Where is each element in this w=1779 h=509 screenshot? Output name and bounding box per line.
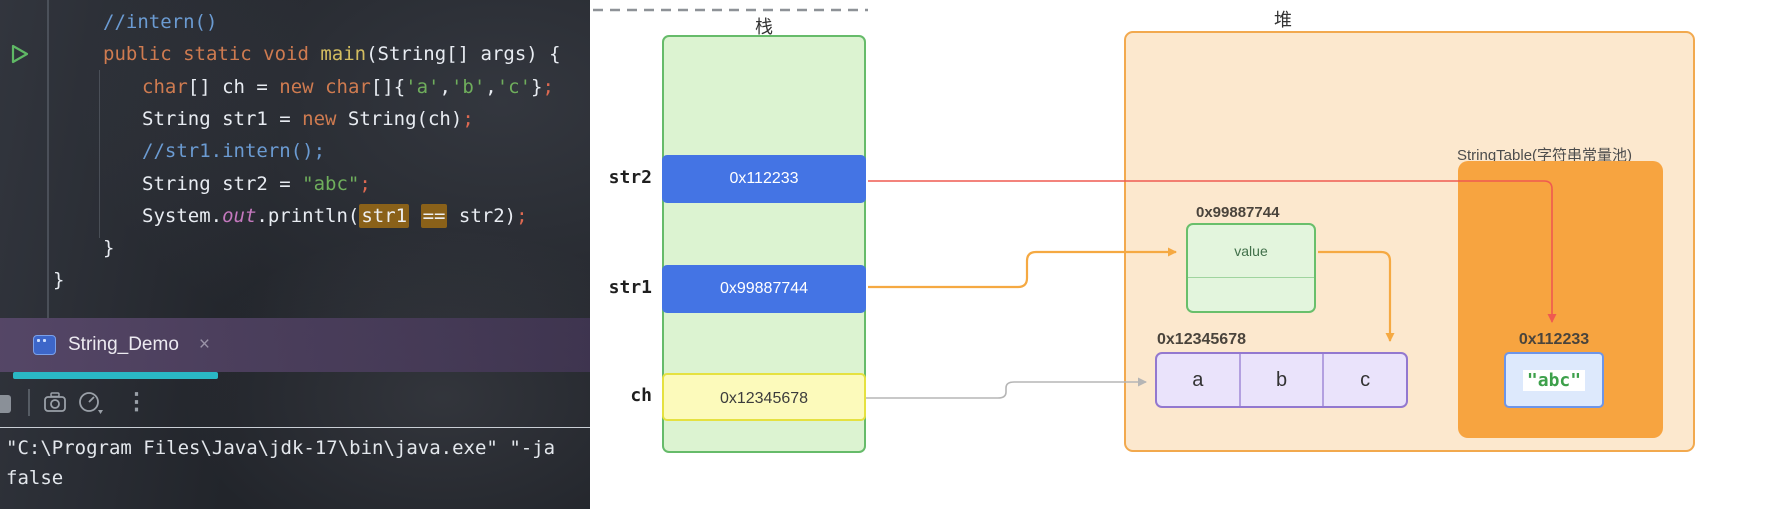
code-token: 'b' (450, 76, 486, 98)
heap-title: 堆 (1274, 10, 1292, 30)
close-icon[interactable]: × (198, 334, 210, 355)
tab-label: String_Demo (68, 334, 179, 355)
code-editor[interactable]: //intern() public static void main(Strin… (0, 0, 590, 318)
code-token: String str2 = (142, 173, 303, 195)
code-token (409, 205, 420, 227)
string-table-entry-box: "abc" (1504, 352, 1604, 408)
code-token-highlighted: str1 (359, 204, 410, 228)
stack-slot-str2: 0x112233 (662, 155, 866, 203)
code-line: char[] ch = new char[]{'a','b','c'}; (142, 71, 554, 103)
camera-icon[interactable] (43, 391, 67, 419)
code-token: out (222, 205, 257, 227)
gauge-icon[interactable] (77, 390, 104, 420)
code-token: ; (542, 76, 554, 98)
code-token: .println( (256, 205, 360, 227)
console-result-line: false (6, 467, 64, 489)
stack-slot-label-str1: str1 (608, 277, 652, 298)
code-token: String(ch) (336, 108, 463, 130)
stack-slot-label-ch: ch (630, 385, 652, 406)
code-token: main (320, 43, 367, 65)
stack-slot-ch: 0x12345678 (662, 373, 866, 421)
code-token: , (439, 76, 451, 98)
char-array-cell: b (1241, 354, 1325, 406)
code-token: char (325, 76, 371, 98)
code-token: 'c' (496, 76, 532, 98)
arrow-ch-to-char-array (866, 377, 1147, 399)
char-array-address-label: 0x12345678 (1157, 331, 1246, 348)
code-line: } (103, 232, 114, 264)
console-toolbar: ⋮ (0, 379, 590, 427)
code-token (314, 76, 325, 98)
code-token: new (279, 76, 314, 98)
code-line: String str1 = new String(ch); (142, 103, 474, 135)
code-token: //intern() (103, 11, 218, 33)
string-table-entry-value: "abc" (1522, 369, 1586, 391)
indent-guide (99, 70, 100, 238)
code-token: char (142, 76, 188, 98)
code-token-highlighted: == (420, 204, 448, 228)
string-object-box: value (1186, 223, 1316, 313)
code-token: "abc" (302, 173, 360, 195)
toolbar-divider (28, 389, 30, 416)
char-array-cell: c (1360, 369, 1371, 391)
code-token: [] ch = (187, 76, 280, 98)
run-gutter-icon[interactable] (9, 43, 31, 65)
code-token: //str1.intern(); (142, 140, 326, 162)
code-token: , (485, 76, 497, 98)
code-token: []{ (370, 76, 406, 98)
kebab-menu-icon[interactable]: ⋮ (125, 388, 148, 414)
code-token: ; (462, 108, 474, 130)
console-command-line: "C:\Program Files\Java\jdk-17\bin\java.e… (6, 437, 556, 459)
code-token: public static void (103, 43, 321, 65)
code-token: new (302, 108, 337, 130)
code-token: } (53, 269, 65, 291)
code-line: System.out.println(str1 == str2); (142, 200, 528, 232)
string-object-value-field: value (1188, 225, 1314, 278)
code-token: System. (142, 205, 223, 227)
gutter-divider (47, 0, 49, 318)
code-token: 'a' (405, 76, 440, 98)
string-table-title: StringTable(字符串常量池) (1457, 147, 1633, 164)
stop-icon[interactable] (0, 395, 11, 413)
code-token: } (531, 76, 543, 98)
stack-slot-str1: 0x99887744 (662, 265, 866, 313)
code-token: } (103, 237, 115, 259)
active-tab-indicator (13, 372, 218, 379)
run-tool-window-tabbar: String_Demo × (0, 318, 590, 379)
code-line: //str1.intern(); (142, 135, 325, 167)
code-token: ; (516, 205, 528, 227)
stack-title: 栈 (755, 17, 773, 37)
code-token: ; (359, 173, 371, 195)
code-line: //intern() (103, 6, 217, 38)
string-object-address-label: 0x99887744 (1196, 204, 1280, 221)
string-table-entry-address-label: 0x112233 (1518, 331, 1590, 348)
char-array-cell: a (1157, 354, 1241, 406)
code-line: public static void main(String[] args) { (103, 38, 561, 70)
char-array-box: a b c (1155, 352, 1408, 408)
code-token: str2) (447, 205, 517, 227)
tab-string-demo[interactable]: String_Demo × (33, 318, 210, 372)
code-line: } (53, 264, 64, 296)
code-line: String str2 = "abc"; (142, 168, 371, 200)
code-token: String str1 = (142, 108, 303, 130)
ide-panel: //intern() public static void main(Strin… (0, 0, 590, 509)
code-token: (String[] args) { (366, 43, 561, 65)
stack-slot-label-str2: str2 (608, 167, 652, 188)
run-console-tab-icon (33, 335, 56, 355)
console-output: "C:\Program Files\Java\jdk-17\bin\java.e… (0, 427, 590, 509)
